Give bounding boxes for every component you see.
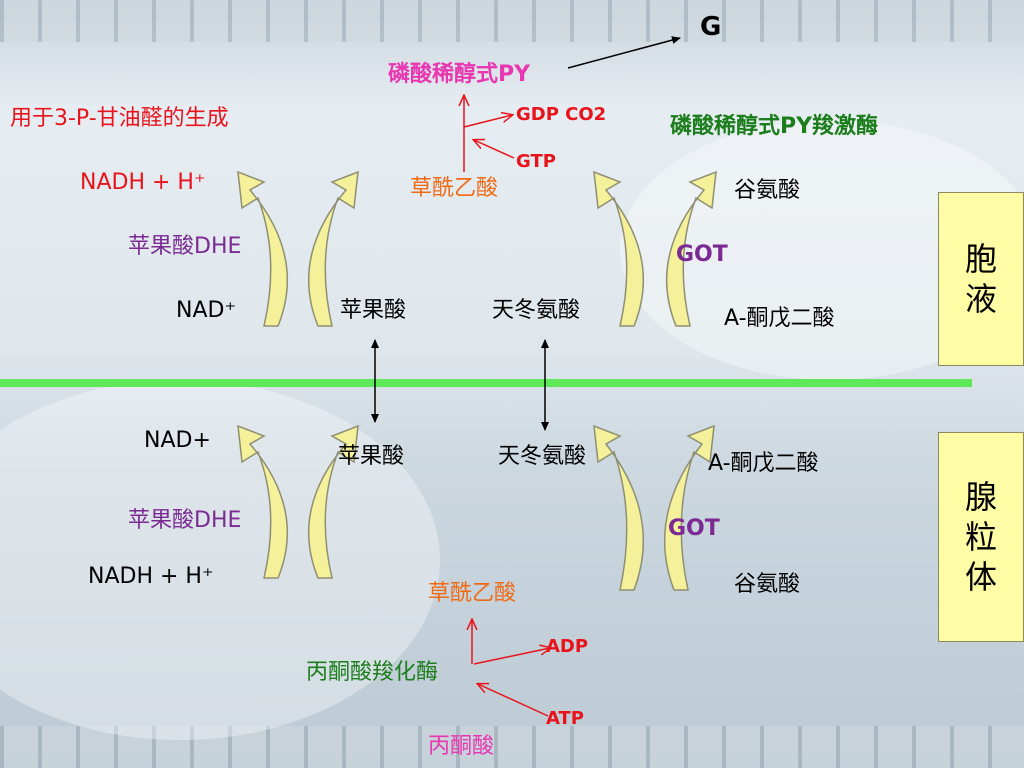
akg-curved-arrow-bottom	[663, 424, 715, 591]
bottom-brick-border	[0, 726, 1024, 768]
gdp-co2-arrow	[463, 115, 512, 128]
cytosol-char: 胞	[964, 240, 997, 278]
pepck-enzyme-label: 磷酸稀醇式PY羧激酶	[670, 114, 879, 139]
cytosol-char: 液	[964, 280, 997, 318]
pep-label-top: 磷酸稀醇式PY	[388, 62, 531, 87]
malate-dehydrogenase-label-bottom: 苹果酸DHE	[128, 508, 242, 533]
nadh-curved-arrow-top	[237, 170, 289, 327]
nadh-label-top: NADH + H⁺	[80, 170, 206, 195]
mitochondria-box: 腺 粒 体	[938, 432, 1024, 642]
nad-label-bottom: NAD+	[144, 428, 211, 453]
atp-arrow	[478, 684, 549, 717]
gdp-co2-label: GDP CO2	[516, 104, 607, 125]
oxaloacetate-label-bottom: 草酰乙酸	[428, 581, 517, 606]
atp-label: ATP	[546, 708, 585, 729]
pyruvate-label: 丙酮酸	[428, 734, 495, 759]
malate-label-bottom: 苹果酸	[338, 444, 405, 469]
got-label-bottom: GOT	[668, 516, 720, 541]
mitochondria-char: 粒	[964, 518, 997, 556]
for-3p-glyceraldehyde-label: 用于3-P-甘油醛的生成	[10, 106, 229, 131]
glutamate-label-top: 谷氨酸	[734, 178, 801, 203]
glutamate-curved-arrow-top	[665, 170, 717, 327]
top-brick-border	[0, 0, 1024, 42]
nadh-label-bottom: NADH + H⁺	[88, 564, 214, 589]
got-label-top: GOT	[676, 242, 728, 267]
aspartate-curved-arrow-bottom	[593, 424, 645, 591]
malate-curved-arrow-top	[307, 170, 359, 327]
nad-curved-arrow-bottom	[237, 424, 289, 579]
oaa-curved-arrow-top	[593, 170, 645, 327]
alpha-ketoglutarate-label-top: A-酮戊二酸	[724, 306, 835, 331]
glutamate-label-bottom: 谷氨酸	[734, 572, 801, 597]
background-mist	[0, 380, 440, 740]
mitochondria-char: 体	[964, 558, 997, 596]
malate-curved-arrow-bottom	[307, 424, 359, 579]
adp-label: ADP	[546, 636, 589, 657]
membrane-divider	[0, 379, 972, 387]
adp-arrow	[473, 648, 550, 665]
aspartate-label-bottom: 天冬氨酸	[498, 444, 587, 469]
gtp-label: GTP	[516, 151, 556, 172]
pep-to-g-arrow	[567, 36, 681, 69]
nad-label-top: NAD⁺	[176, 298, 237, 323]
malate-dehydrogenase-label-top: 苹果酸DHE	[128, 234, 242, 259]
aspartate-label-top: 天冬氨酸	[492, 298, 581, 323]
gtp-arrow	[474, 140, 515, 159]
glucose-label: G	[700, 12, 722, 42]
alpha-ketoglutarate-label-bottom: A-酮戊二酸	[708, 451, 819, 476]
pyruvate-carboxylase-label: 丙酮酸羧化酶	[306, 660, 439, 685]
oxaloacetate-label-top: 草酰乙酸	[410, 176, 499, 201]
malate-label-top: 苹果酸	[340, 298, 407, 323]
cytosol-box: 胞 液	[938, 192, 1024, 366]
mitochondria-char: 腺	[964, 478, 997, 516]
